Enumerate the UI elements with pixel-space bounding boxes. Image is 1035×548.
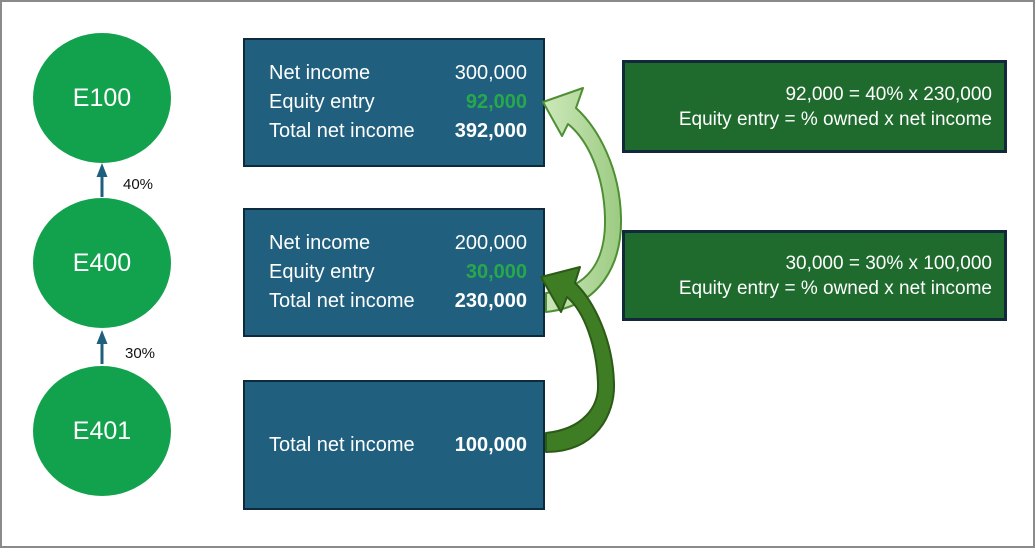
income-box-e400: Net income 200,000 Equity entry 30,000 T… [243,208,545,337]
row-label: Total net income [269,120,415,142]
row-label: Total net income [269,290,415,312]
row-value: 300,000 [454,62,527,84]
row-value: 200,000 [454,232,527,254]
income-row: Total net income 392,000 [245,117,543,146]
row-label: Total net income [269,433,415,456]
entity-circle-e401: E401 [33,366,171,496]
row-value-equity: 30,000 [465,261,527,283]
entity-label-e400: E400 [72,248,132,277]
entity-circle-e100: E100 [33,33,171,163]
income-row: Equity entry 92,000 [245,88,543,117]
entity-label-e401: E401 [72,416,132,445]
callout-formula: 30,000 = 30% x 100,000 [785,252,992,274]
income-row: Net income 300,000 [245,59,543,88]
callout-equity-30000: 30,000 = 30% x 100,000 Equity entry = % … [622,230,1007,321]
income-row: Net income 200,000 [245,229,543,258]
row-label: Equity entry [269,261,375,283]
income-row: Total net income 230,000 [245,287,543,316]
row-value-total: 392,000 [454,120,527,142]
entity-label-e100: E100 [72,83,132,112]
callout-equity-92000: 92,000 = 40% x 230,000 Equity entry = % … [622,60,1007,153]
row-value-equity: 92,000 [465,91,527,113]
row-label: Net income [269,62,371,84]
ownership-label-30pct: 30% [125,345,156,362]
income-row: Total net income 100,000 [245,431,543,460]
row-label: Net income [269,232,371,254]
row-label: Equity entry [269,91,375,113]
callout-rule: Equity entry = % owned x net income [678,277,992,299]
callout-formula: 92,000 = 40% x 230,000 [785,83,992,105]
callout-rule: Equity entry = % owned x net income [678,108,992,130]
income-box-e401: Total net income 100,000 [243,380,545,510]
entity-circle-e400: E400 [33,198,171,328]
ownership-label-40pct: 40% [123,176,154,193]
income-box-e100: Net income 300,000 Equity entry 92,000 T… [243,38,545,167]
income-row: Equity entry 30,000 [245,258,543,287]
row-value-total: 230,000 [454,290,527,312]
row-value-total: 100,000 [454,433,527,456]
